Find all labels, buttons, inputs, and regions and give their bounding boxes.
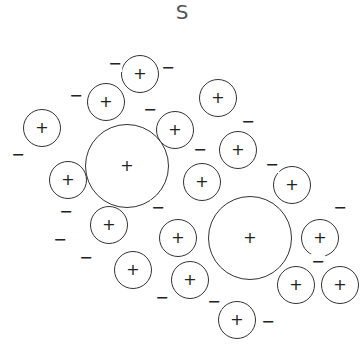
charge-sign: − — [260, 314, 275, 330]
charge-sign: − — [192, 142, 207, 158]
ion-circle: + — [159, 219, 197, 257]
charge-sign: − — [107, 56, 122, 72]
ion-circle: + — [49, 161, 87, 199]
charge-sign: + — [102, 217, 115, 233]
charge-sign: − — [310, 254, 325, 270]
charge-sign: + — [333, 277, 346, 293]
charge-sign: + — [61, 172, 74, 188]
ion-circle: + — [121, 55, 159, 93]
charge-sign: + — [243, 230, 256, 246]
large-ion-circle: + — [85, 124, 169, 208]
title: S — [0, 0, 364, 24]
charge-sign: − — [206, 294, 221, 310]
ion-circle: + — [277, 266, 315, 304]
charge-sign: + — [231, 142, 244, 158]
ion-circle: + — [218, 301, 256, 339]
charge-sign: + — [133, 66, 146, 82]
charge-sign: + — [211, 90, 224, 106]
charge-sign: + — [171, 230, 184, 246]
ion-circle: + — [183, 163, 221, 201]
charge-sign: − — [10, 147, 25, 163]
ion-circle: + — [114, 251, 152, 289]
charge-sign: − — [160, 60, 175, 76]
charge-sign: − — [68, 88, 83, 104]
ion-circle: + — [23, 109, 61, 147]
charge-sign: + — [183, 272, 196, 288]
charge-sign: + — [195, 174, 208, 190]
ion-circle: + — [87, 83, 125, 121]
charge-sign: − — [78, 250, 93, 266]
charge-sign: − — [142, 102, 157, 118]
charge-sign: − — [52, 232, 67, 248]
charge-sign: + — [285, 177, 298, 193]
charge-sign: − — [154, 290, 169, 306]
charge-sign: − — [332, 200, 347, 216]
charge-sign: + — [168, 122, 181, 138]
ion-circle: + — [321, 266, 359, 304]
ion-circle: + — [90, 206, 128, 244]
charge-sign: + — [289, 277, 302, 293]
charge-sign: + — [313, 230, 326, 246]
ion-circle: + — [301, 219, 339, 257]
charge-sign: − — [240, 114, 255, 130]
charge-sign: + — [230, 312, 243, 328]
charge-sign: + — [120, 158, 133, 174]
charge-sign: − — [264, 157, 279, 173]
ion-circle: + — [171, 261, 209, 299]
ion-circle: + — [199, 79, 237, 117]
charge-sign: + — [99, 94, 112, 110]
charge-sign: + — [35, 120, 48, 136]
ion-circle: + — [219, 131, 257, 169]
charge-sign: + — [126, 262, 139, 278]
large-ion-circle: + — [208, 196, 292, 280]
charge-sign: − — [150, 200, 165, 216]
charge-sign: − — [58, 204, 73, 220]
